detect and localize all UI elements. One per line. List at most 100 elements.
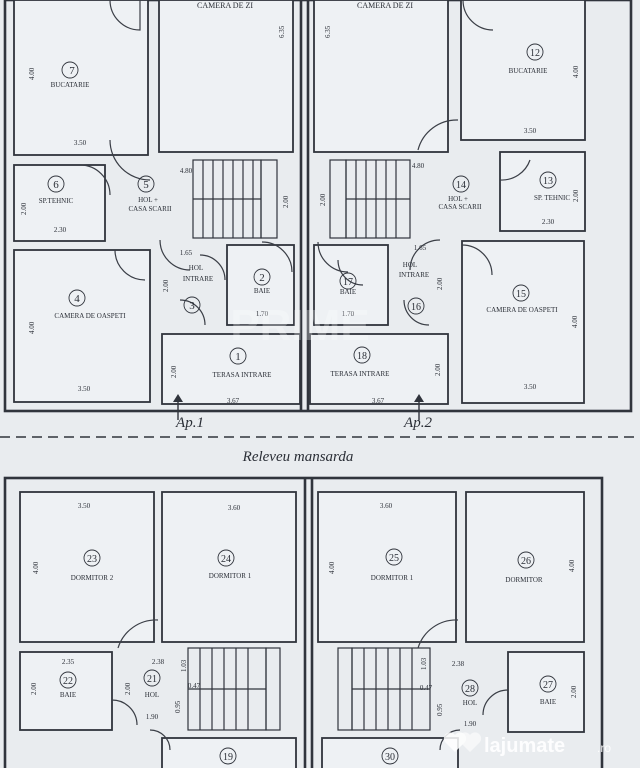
door-attic-bath-left (111, 699, 138, 726)
dim: 2.00 (124, 682, 132, 695)
room-25-bedroom (317, 491, 457, 643)
room-name: SP. TEHNIC (534, 194, 570, 202)
room-number: 6 (53, 179, 59, 191)
entry-arrowhead-ap1 (173, 394, 183, 402)
room-name: DORMITOR (505, 576, 543, 584)
room-name: CAMERA DE ZI (197, 1, 253, 10)
room-number: 4 (74, 293, 80, 305)
room-number: 17 (343, 277, 353, 288)
attic-plan: 23 DORMITOR 2 3.50 4.00 24 DORMITOR 1 3.… (3, 476, 604, 768)
door-entry-ap1 (179, 299, 206, 326)
brand-watermark: lajumate .ro (443, 732, 611, 757)
room-1-terrace (161, 333, 301, 405)
dim: 1.90 (464, 720, 477, 728)
door-tech-ap1 (79, 164, 111, 196)
room-name: HOL (189, 264, 203, 272)
door-attic-bath-right (482, 689, 509, 716)
dim: 0.47 (420, 684, 433, 692)
dim: 2.00 (436, 277, 444, 290)
room-name: BAIE (60, 691, 76, 699)
dim: 0.95 (174, 700, 182, 713)
labels-ap2: CAMERA DE ZI 6.35 12 BUCATARIE 4.00 3.50… (319, 1, 580, 431)
room-number: 16 (411, 302, 421, 313)
room-number: 15 (516, 289, 526, 300)
room-24-bedroom (161, 491, 297, 643)
room-number: 7 (69, 65, 75, 77)
dim: 4.00 (28, 67, 36, 80)
dim: 2.38 (452, 660, 465, 668)
room-name: BUCATARIE (51, 81, 90, 89)
room-name-2: CASA SCARII (439, 203, 483, 211)
room-30 (321, 737, 459, 768)
room-name: HOL + (448, 195, 468, 203)
room-22-bath (19, 651, 113, 731)
room-12-kitchen (460, 0, 586, 141)
door-entry-hall-ap1 (159, 239, 191, 271)
room-18-terrace (309, 333, 449, 405)
room-number: 12 (530, 48, 540, 59)
room-number: 27 (543, 680, 553, 691)
room-name: HOL (145, 691, 159, 699)
dim: 1.03 (420, 657, 428, 670)
door-tech-ap2 (499, 159, 531, 181)
dim: 4.00 (572, 65, 580, 78)
room-6-technical (13, 164, 106, 242)
room-name-2: INTRARE (183, 275, 213, 283)
apartment-label-ap2: Ap.2 (403, 415, 432, 431)
door-attic-hall-left (117, 619, 159, 649)
room-name-2: INTRARE (399, 271, 429, 279)
door-attic-hall-right (417, 619, 459, 649)
dim: 3.50 (524, 127, 537, 135)
room-name: HOL (463, 699, 477, 707)
dim: 3.60 (228, 504, 241, 512)
room-number: 14 (456, 180, 466, 191)
room-living-ap2 (313, 0, 449, 153)
dim: 2.00 (162, 279, 170, 292)
room-name: CAMERA DE OASPETI (54, 312, 126, 320)
room-number: 25 (389, 553, 399, 564)
room-4-guest (13, 249, 151, 403)
door-entry-ap2 (403, 299, 430, 326)
room-number: 3 (189, 300, 195, 312)
room-name: TERASA INTRARE (213, 371, 272, 379)
room-number: 23 (87, 554, 97, 565)
room-number: 30 (385, 752, 395, 763)
dim: 3.50 (78, 502, 91, 510)
dim: 6.35 (278, 25, 286, 38)
door-stair-ap1 (261, 241, 293, 273)
room-name: SP.TEHNIC (39, 197, 74, 205)
room-23-bedroom (19, 491, 155, 643)
door-attic-19 (149, 729, 171, 751)
door-kitchen-ap1 (109, 0, 141, 31)
dim: 2.00 (170, 365, 178, 378)
door-hall-ap1 (109, 139, 151, 181)
door-hall-ap2 (417, 119, 459, 151)
dim: 6.35 (324, 25, 332, 38)
room-living-ap1 (158, 0, 294, 153)
door-guest-ap1 (114, 249, 146, 281)
entry-arrowhead-ap2 (414, 394, 424, 402)
room-name-2: CASA SCARII (129, 205, 173, 213)
room-number: 21 (147, 674, 157, 685)
room-number: 19 (223, 752, 233, 763)
dim: 2.00 (572, 189, 580, 202)
dim: 4.00 (28, 321, 36, 334)
room-name: HOL (403, 261, 417, 269)
dim: 0.47 (188, 682, 201, 690)
dim: 2.00 (434, 363, 442, 376)
room-name: DORMITOR 1 (209, 572, 252, 580)
room-number: 2 (259, 272, 265, 284)
dim: 2.35 (62, 658, 75, 666)
dim: 1.70 (342, 310, 355, 318)
door-bath-ap1 (199, 254, 226, 281)
room-15-guest (461, 240, 585, 404)
door-entry-hall-ap2 (409, 239, 441, 271)
room-name: DORMITOR 1 (371, 574, 414, 582)
room-number: 1 (235, 351, 241, 363)
dim: 1.65 (180, 249, 193, 257)
room-name: CAMERA DE ZI (357, 1, 413, 10)
room-17-bath (313, 244, 389, 326)
room-name: DORMITOR 2 (71, 574, 114, 582)
dim: 3.50 (78, 385, 91, 393)
attic-outer-wall (3, 476, 604, 768)
